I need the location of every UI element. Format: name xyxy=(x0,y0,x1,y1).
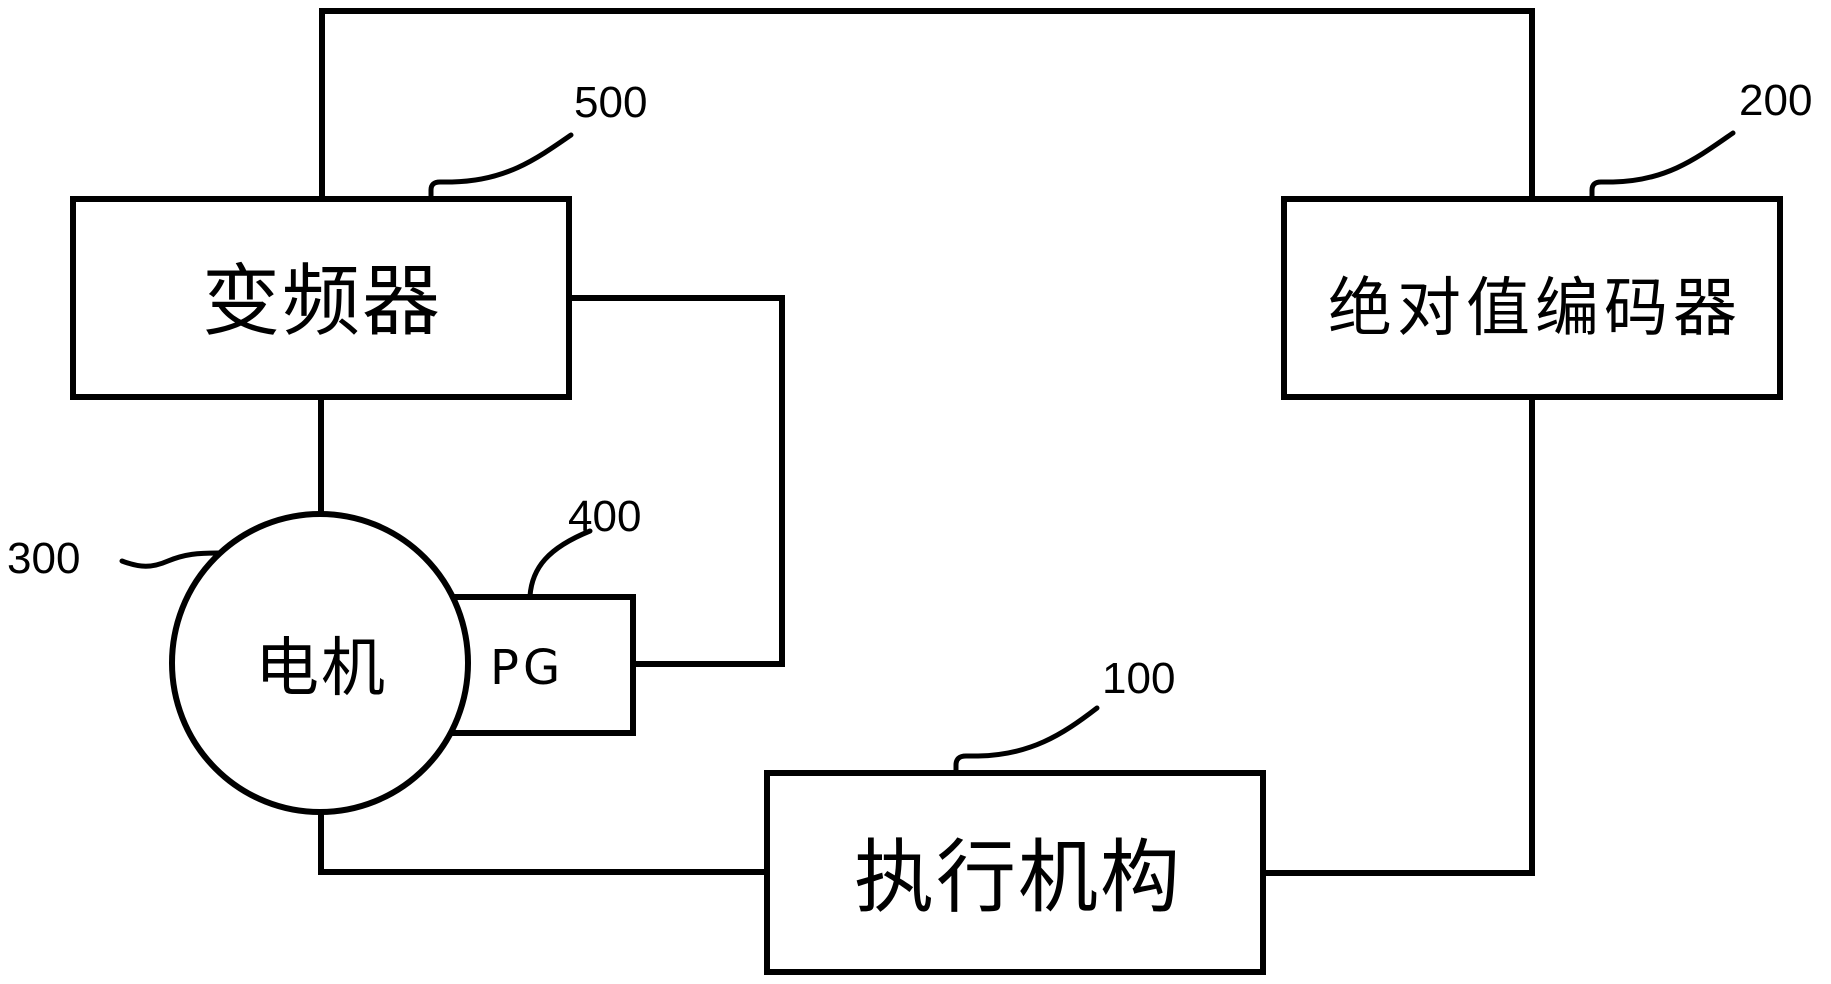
actuator-box xyxy=(764,770,1266,975)
wire-inverter-to-pg xyxy=(566,295,785,667)
ref-100: 100 xyxy=(953,654,1175,775)
actuator-block: 执行机构 xyxy=(764,770,1266,975)
leader-line-100 xyxy=(953,705,1100,775)
inverter-label: 变频器 xyxy=(202,257,442,347)
actuator-label: 执行机构 xyxy=(854,831,1182,924)
ref-400: 400 xyxy=(527,492,641,599)
ref-300: 300 xyxy=(7,534,221,583)
encoder-block: 绝对值编码器 xyxy=(1281,196,1783,400)
ref-label-500: 500 xyxy=(574,78,647,127)
encoder-box xyxy=(1281,196,1783,400)
ref-500: 500 xyxy=(428,78,647,200)
ref-label-400: 400 xyxy=(568,492,641,541)
inverter-box xyxy=(70,196,572,400)
wire-actuator-to-encoder xyxy=(1260,394,1535,876)
ref-label-300: 300 xyxy=(7,534,80,583)
motor-circle xyxy=(169,511,471,815)
leader-line-500 xyxy=(428,132,574,200)
wire-inverter-to-encoder xyxy=(319,8,1535,201)
pg-label: PG xyxy=(490,640,564,696)
ref-label-100: 100 xyxy=(1102,654,1175,703)
motor-block: 电机 xyxy=(169,511,471,815)
ref-200: 200 xyxy=(1589,76,1812,200)
leader-line-300 xyxy=(119,550,221,569)
leader-line-200 xyxy=(1589,130,1736,200)
ref-label-200: 200 xyxy=(1739,76,1812,125)
leader-line-400 xyxy=(527,528,593,599)
wire-motor-to-actuator xyxy=(318,809,770,875)
motor-label: 电机 xyxy=(255,632,387,706)
inverter-block: 变频器 xyxy=(70,196,572,400)
encoder-label: 绝对值编码器 xyxy=(1328,272,1742,346)
